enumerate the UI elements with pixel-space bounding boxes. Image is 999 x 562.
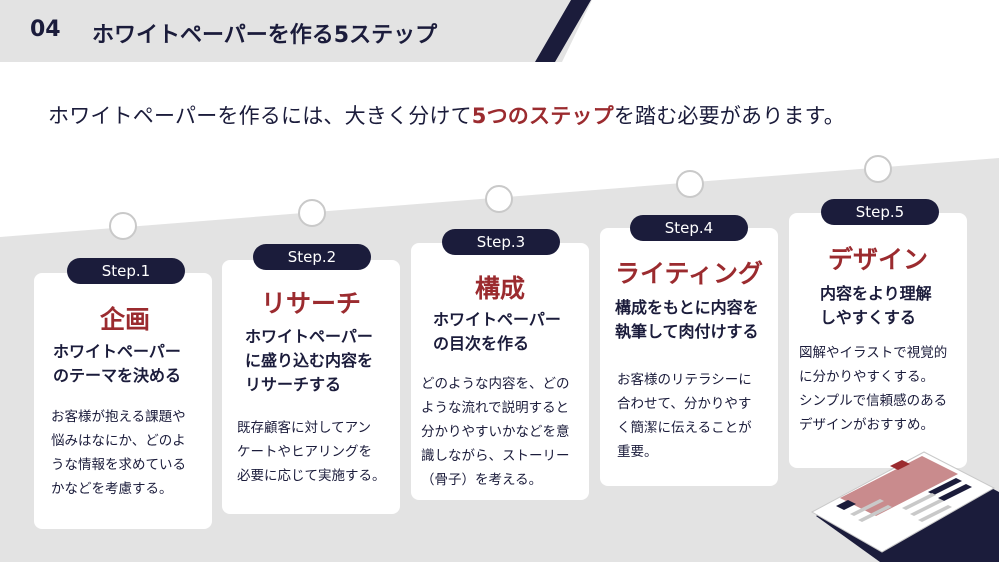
step-heading-5: デザイン — [827, 245, 928, 274]
step-heading-1: 企画 — [99, 305, 150, 334]
timeline-dot-3 — [485, 185, 513, 213]
step-subtitle-2: ホワイトペーパー に盛り込む内容を リサーチする — [245, 327, 374, 394]
step-description-4: お客様のリテラシーに 合わせて、分かりやす く簡潔に伝えることが 重要。 — [617, 372, 752, 460]
lead-after: を踏む必要があります。 — [613, 104, 845, 128]
step-description-2: 既存顧客に対してアン ケートやヒアリングを 必要に応じて実施する。 — [237, 420, 386, 484]
section-number: 04 — [30, 17, 61, 42]
step-heading-3: 構成 — [474, 274, 525, 303]
step-badge-2: Step.2 — [253, 244, 371, 270]
step-badge-3: Step.3 — [442, 229, 560, 255]
step-description-5: 図解やイラストで視覚的 に分かりやすくする。 シンプルで信頼感のある デザインが… — [799, 345, 948, 433]
step-subtitle-3: ホワイトペーパー の目次を作る — [433, 310, 561, 353]
step-subtitle-1: ホワイトペーパー のテーマを決める — [53, 342, 182, 385]
step-badge-5: Step.5 — [821, 199, 939, 225]
step-card-1 — [34, 273, 212, 529]
step-badge-1: Step.1 — [67, 258, 185, 284]
step-subtitle-4: 構成をもとに内容を 執筆して肉付けする — [615, 298, 759, 341]
header-white-cut — [562, 0, 999, 62]
step-description-1: お客様が抱える課題や 悩みはなにか、どのよ うな情報を求めている かなどを考慮す… — [51, 409, 186, 497]
lead-text: ホワイトペーパーを作るには、大きく分けて5つのステップを踏む必要があります。 — [48, 100, 845, 130]
step-heading-4: ライティング — [614, 259, 763, 288]
timeline-dot-2 — [298, 199, 326, 227]
timeline-dot-5 — [864, 155, 892, 183]
lead-highlight: 5つのステップ — [471, 104, 614, 128]
timeline-dot-1 — [109, 212, 137, 240]
step-description-3: どのような内容を、どの ような流れで説明すると 分かりやすいかなどを意 識しなが… — [421, 376, 570, 488]
step-heading-2: リサーチ — [260, 289, 361, 318]
slide-title: ホワイトペーパーを作る5ステップ — [92, 23, 438, 48]
step-card-4 — [600, 228, 778, 486]
step-card-5 — [789, 213, 967, 468]
step-subtitle-5: 内容をより理解 しやすくする — [820, 284, 932, 327]
document-icon — [810, 451, 999, 562]
step-badge-4: Step.4 — [630, 215, 748, 241]
timeline-dot-4 — [676, 170, 704, 198]
lead-before: ホワイトペーパーを作るには、大きく分けて — [48, 104, 472, 128]
step-card-3 — [411, 243, 589, 500]
step-card-2 — [222, 260, 400, 514]
